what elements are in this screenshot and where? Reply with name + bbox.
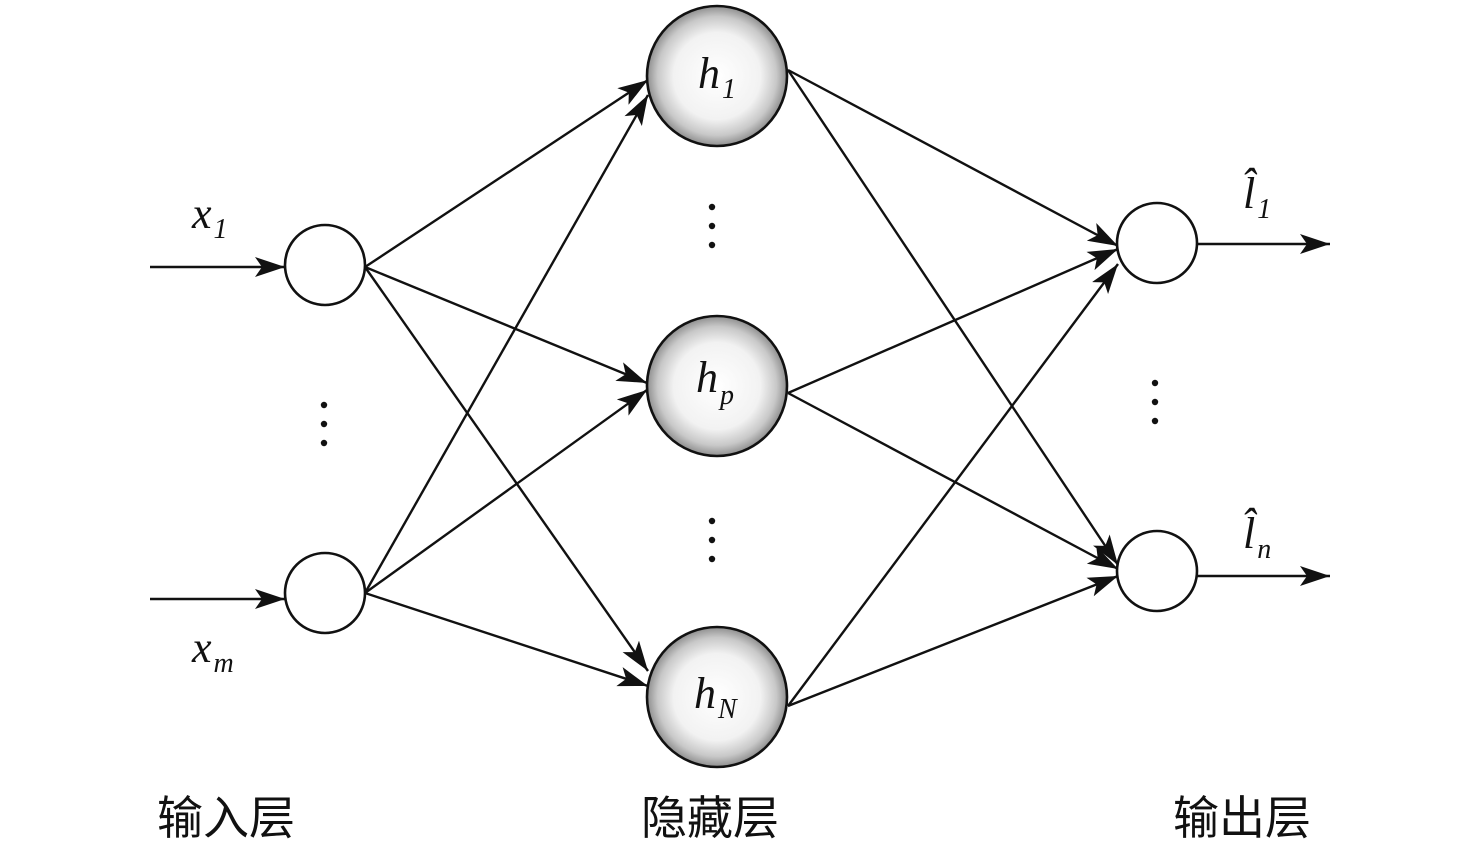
input-symbol-x1: x1: [191, 189, 228, 245]
edge-hiddenN-output1: [787, 263, 1119, 707]
hidden-symbol-hN: hN: [694, 669, 738, 725]
edge-input1-hiddenN: [364, 266, 649, 672]
edge-input1-hiddenp: [364, 265, 648, 385]
hidden-ellipsis-upper: [708, 203, 716, 249]
edge-inputm-hiddenp: [364, 389, 648, 594]
hidden-layer-label: 隐藏层: [641, 791, 779, 845]
hidden-node-1: [645, 4, 789, 148]
edge-inputm-hiddenN: [364, 591, 649, 688]
edge-inputm-hidden1: [363, 94, 650, 594]
hidden-ellipsis-lower: [708, 517, 716, 563]
output-layer-label: 输出层: [1173, 791, 1311, 845]
hidden-symbol-hp: hp: [696, 353, 734, 411]
output-symbol-l1: l̂1: [1243, 168, 1271, 225]
edge-input1-hidden1: [364, 78, 649, 269]
edge-hidden1-output1: [787, 68, 1119, 248]
output-node-1: [1115, 201, 1199, 285]
edge-hiddenp-output1: [787, 247, 1119, 395]
edge-hiddenp-outputn: [787, 391, 1119, 571]
output-node-n: [1115, 529, 1199, 613]
input-node-1: [283, 223, 367, 307]
edge-hidden1-outputn: [787, 69, 1119, 566]
input-symbol-xm: xm: [191, 623, 234, 679]
hidden-node-p: [645, 314, 789, 458]
output-ellipsis: [1151, 379, 1159, 425]
input-ellipsis: [320, 401, 328, 447]
hidden-symbol-h1: h1: [698, 49, 736, 105]
input-layer-label: 输入层: [157, 791, 295, 845]
input-node-m: [283, 551, 367, 635]
hidden-node-N: [645, 625, 789, 769]
edge-hiddenN-outputn: [787, 574, 1119, 708]
output-symbol-ln: l̂n: [1243, 508, 1271, 565]
